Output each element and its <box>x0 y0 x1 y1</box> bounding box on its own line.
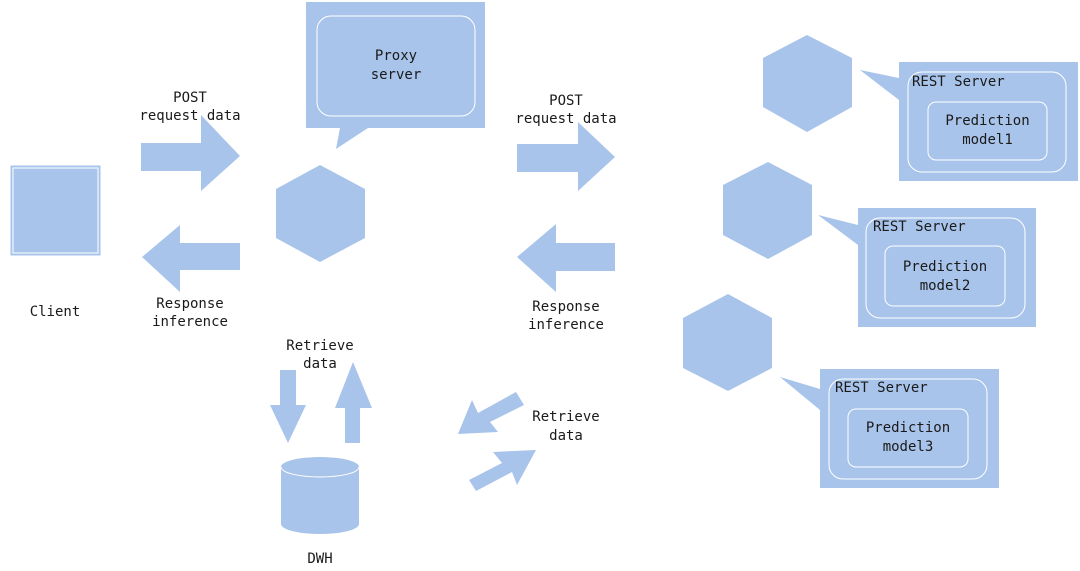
server1-model-line1: Prediction <box>945 113 1030 129</box>
retrieve-right-label-line2: data <box>549 428 583 444</box>
retrieve-right-label-line1: Retrieve <box>532 409 600 425</box>
proxy-callout <box>306 2 485 149</box>
retrieve-diag-out-arrow <box>469 450 536 491</box>
left-response-label-line2: inference <box>152 314 228 330</box>
server2-callout <box>818 208 1036 327</box>
server2-outer-frame <box>865 217 1026 319</box>
left-post-label-line2: request data <box>139 108 241 124</box>
client-box <box>10 165 101 256</box>
right-post-arrow <box>517 122 615 191</box>
right-response-label-line2: inference <box>528 317 604 333</box>
server1-outer-frame <box>907 71 1067 173</box>
right-response-label-line1: Response <box>532 299 600 315</box>
server2-model-box <box>884 245 1006 307</box>
right-post-label-line2: request data <box>515 111 617 127</box>
proxy-label-line1: Proxy <box>374 48 418 64</box>
left-post-arrow <box>141 115 240 191</box>
server1-title: REST Server <box>912 74 1005 90</box>
right-post-label-line1: POST <box>549 93 583 109</box>
dwh-cylinder <box>281 457 359 534</box>
dwh-cylinder-rim <box>280 466 360 478</box>
server3-model-box <box>847 408 969 468</box>
retrieve-left-label-line1: Retrieve <box>286 338 354 354</box>
client-label: Client <box>29 304 81 320</box>
retrieve-down-arrow <box>270 370 306 443</box>
server2-hexagon <box>723 162 812 259</box>
left-response-arrow <box>142 225 240 292</box>
right-response-arrow <box>517 224 615 292</box>
retrieve-diag-in-arrow <box>458 392 524 434</box>
server3-title: REST Server <box>835 380 928 396</box>
server2-model-line1: Prediction <box>902 259 988 275</box>
server3-model-line2: model3 <box>882 439 934 455</box>
server1-model-box <box>927 101 1048 161</box>
server3-model-line1: Prediction <box>865 420 951 436</box>
server3-callout <box>780 369 999 488</box>
server1-model-line2: model1 <box>962 132 1013 148</box>
proxy-label-line2: server <box>370 67 422 83</box>
server2-title: REST Server <box>873 219 966 235</box>
retrieve-up-arrow <box>335 362 372 443</box>
dwh-label: DWH <box>307 551 333 567</box>
server3-outer-frame <box>828 378 988 480</box>
proxy-callout-inner <box>316 15 476 117</box>
server1-hexagon <box>763 35 852 132</box>
server2-model-line2: model2 <box>919 278 971 294</box>
server3-hexagon <box>683 294 772 391</box>
left-post-label-line1: POST <box>173 90 207 106</box>
retrieve-left-label-line2: data <box>303 356 337 372</box>
server1-callout <box>860 62 1078 181</box>
proxy-hexagon <box>276 165 365 262</box>
left-response-label-line1: Response <box>156 296 224 312</box>
client-box-inner <box>12 167 99 254</box>
